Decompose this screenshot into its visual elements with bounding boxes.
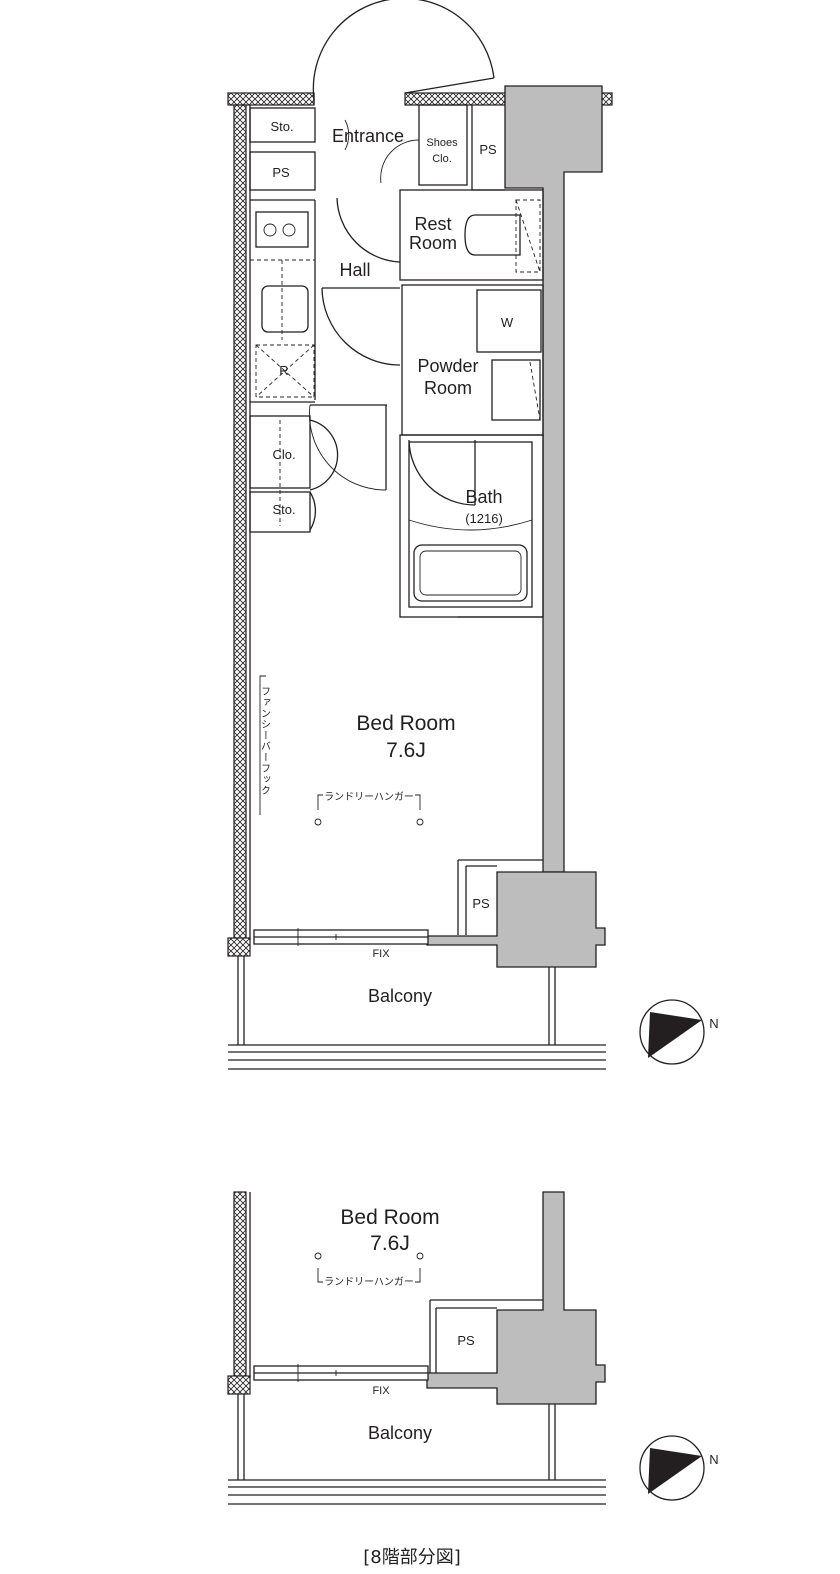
top-wall-right	[404, 92, 506, 106]
room-label-rest: Rest	[414, 214, 451, 234]
bathtub	[413, 544, 528, 602]
window-fix-label: FIX	[372, 948, 390, 960]
room-label-bath-size: (1216)	[465, 511, 503, 526]
room-label-washer: W	[501, 315, 514, 330]
upper-floor-plan: Sto. Entrance Shoes Clo. PS PS Rest Room…	[227, 0, 719, 1070]
toilet	[464, 214, 521, 256]
fancy-hook-label: ファンシーバーフック	[259, 686, 271, 796]
lower-left-wall	[233, 1191, 247, 1379]
lower-compass-north-label: N	[709, 1452, 718, 1467]
room-label-closet: Clo.	[272, 447, 295, 462]
room-label-bed-room: Bed Room	[356, 712, 455, 735]
room-label-rest-room: Room	[409, 233, 457, 253]
room-label-powder: Powder	[417, 356, 478, 376]
kitchen-sink	[261, 285, 309, 333]
rest-room-walls	[399, 189, 544, 281]
left-wall	[233, 104, 247, 941]
laundry-hanger-label: ランドリーハンガー	[324, 791, 414, 803]
room-label-shoes-clo: Clo.	[432, 153, 452, 165]
stove	[255, 211, 309, 248]
refrigerator-space	[255, 344, 315, 398]
room-label-powder-room: Room	[424, 378, 472, 398]
room-label-refrigerator: R	[279, 363, 288, 378]
room-label-ps-bottom: PS	[472, 896, 490, 911]
lower-room-label-ps: PS	[457, 1333, 475, 1348]
lower-laundry-hanger-label: ランドリーハンガー	[324, 1276, 414, 1288]
room-label-ps-top: PS	[479, 142, 497, 157]
room-label-storage-top: Sto.	[270, 119, 293, 134]
plan-caption: [8階部分図]	[363, 1547, 461, 1568]
lower-floor-plan: Bed Room 7.6J ランドリーハンガー PS FIX Balcony N	[227, 1191, 719, 1505]
entrance-door-swing	[312, 0, 495, 101]
compass-icon	[639, 999, 705, 1065]
structural-column-top	[504, 85, 603, 873]
lower-compass-icon	[639, 1435, 705, 1501]
lower-room-label-balcony: Balcony	[368, 1423, 432, 1443]
room-label-bed-room-size: 7.6J	[386, 739, 426, 762]
lower-window-fix-label: FIX	[372, 1385, 390, 1397]
top-wall-left	[227, 92, 315, 106]
room-label-balcony: Balcony	[368, 986, 432, 1006]
room-label-entrance: Entrance	[332, 126, 404, 146]
structural-column-bottom	[426, 871, 606, 968]
bath-walls	[399, 434, 544, 618]
room-label-ps-left: PS	[272, 165, 290, 180]
lower-room-label-bed-room: Bed Room	[340, 1206, 439, 1229]
washer-space	[476, 289, 542, 353]
room-label-hall: Hall	[339, 260, 370, 280]
room-label-storage-lower: Sto.	[272, 502, 295, 517]
shoes-closet	[418, 104, 468, 186]
room-label-shoes: Shoes	[426, 137, 458, 149]
lower-room-label-bed-room-size: 7.6J	[370, 1232, 410, 1255]
compass-north-label: N	[709, 1016, 718, 1031]
vanity	[491, 359, 541, 421]
room-label-bath: Bath	[465, 487, 502, 507]
lower-structural-column	[426, 1191, 606, 1405]
